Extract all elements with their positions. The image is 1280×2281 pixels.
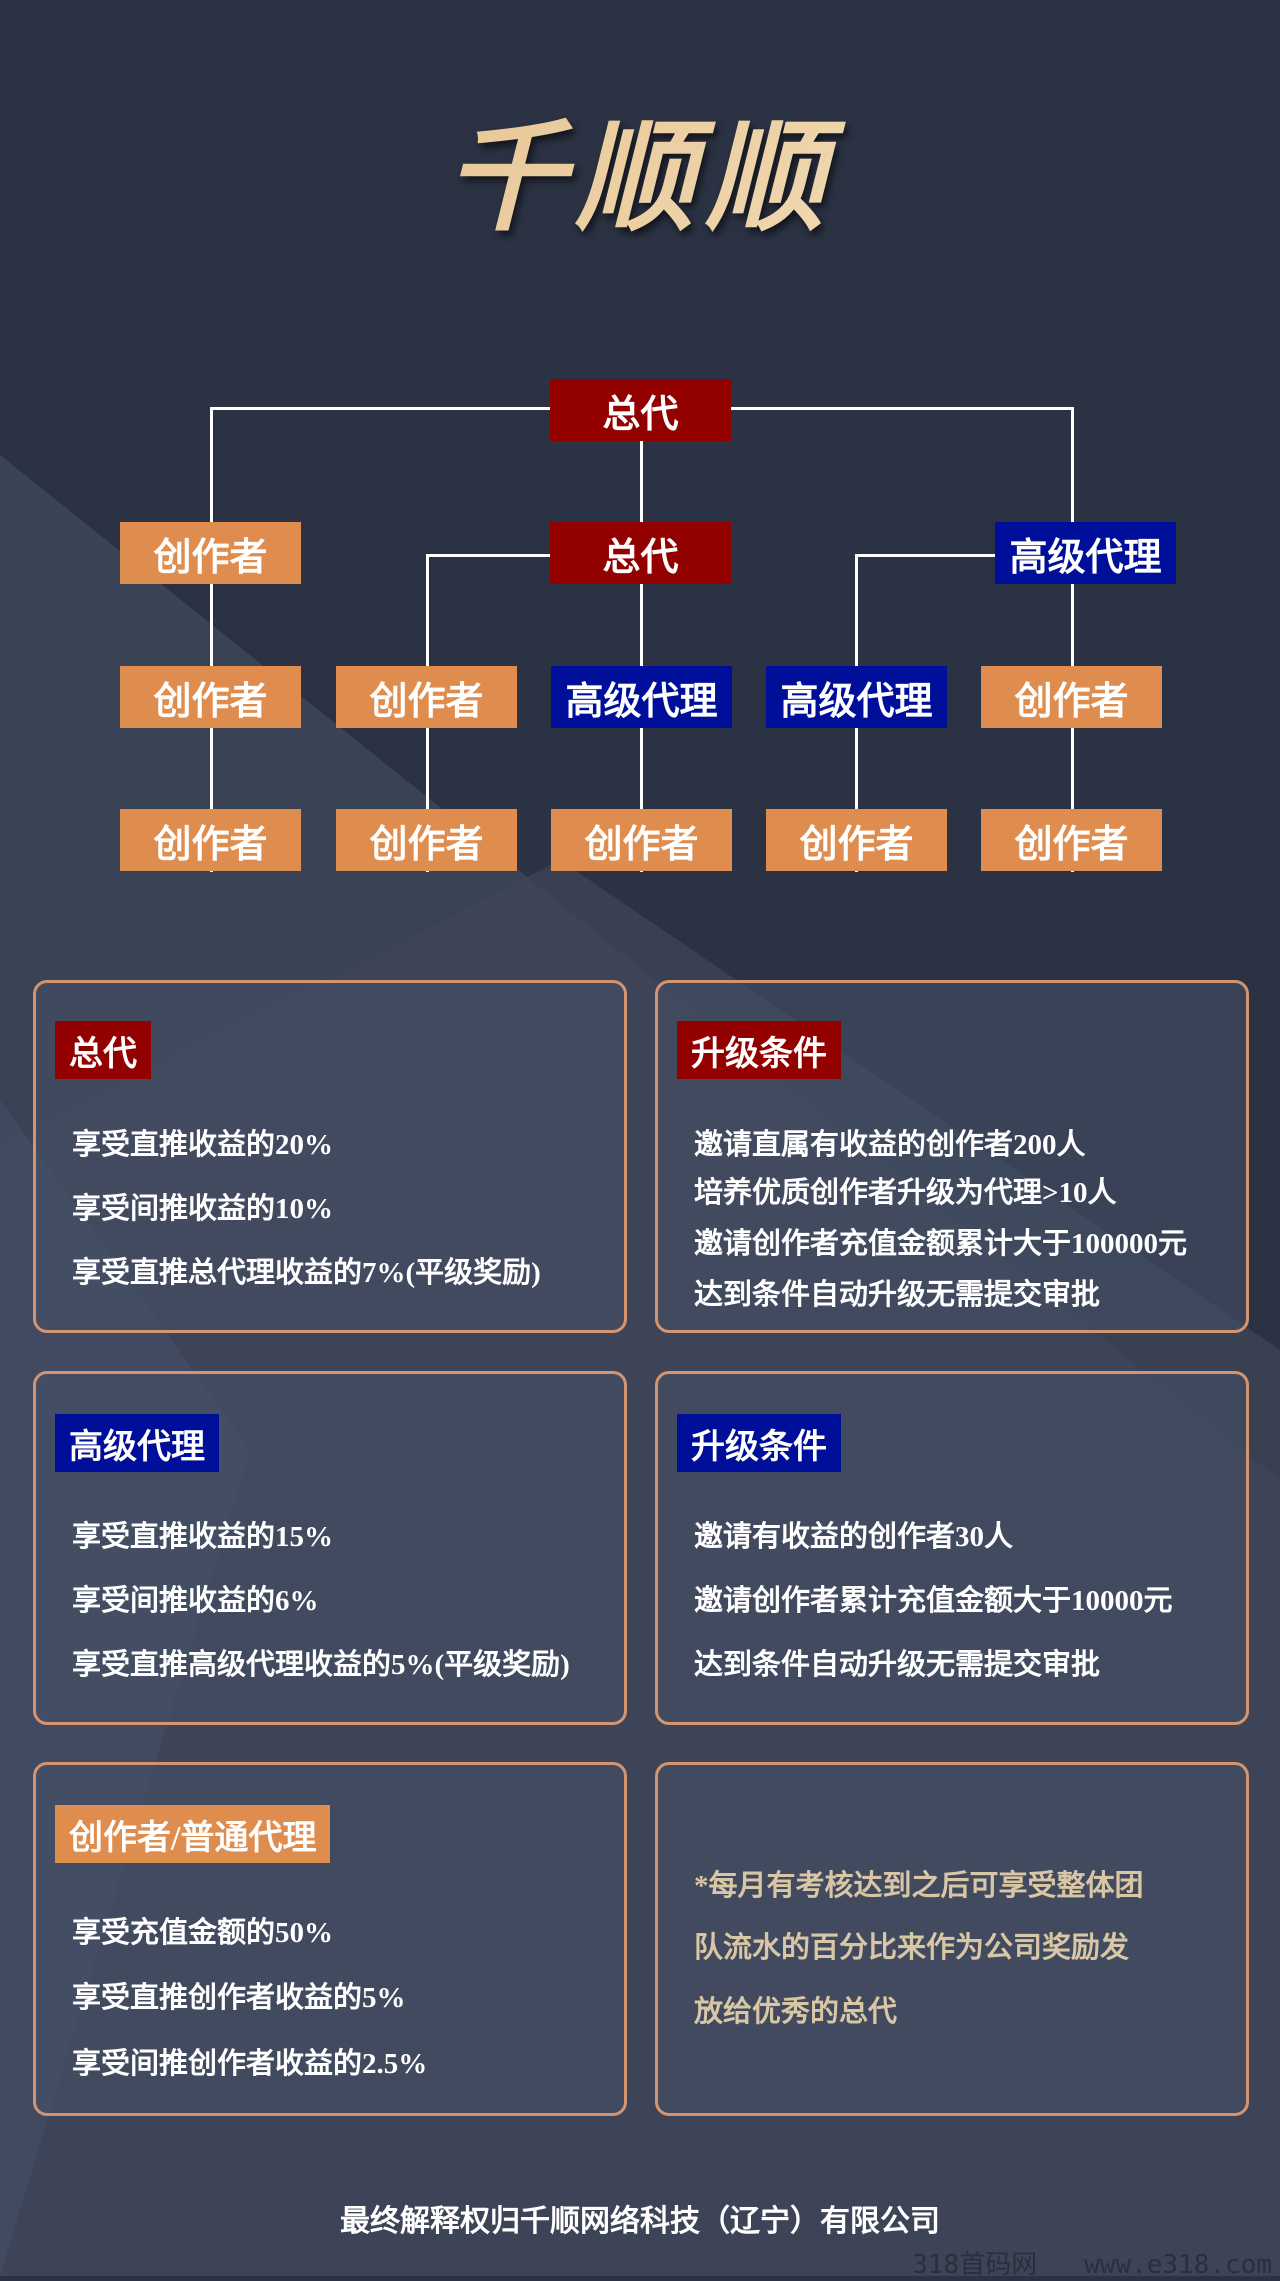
card-creator: 创作者/普通代理 享受充值金额的50% 享受直推创作者收益的5% 享受间推创作者…: [33, 1762, 627, 2116]
card-label: 创作者/普通代理: [55, 1805, 331, 1863]
condition-line: 邀请直属有收益的创作者200人: [694, 1129, 1086, 1161]
condition-line: 达到条件自动升级无需提交审批: [694, 1279, 1101, 1311]
node-senior-agent: 高级代理: [551, 666, 732, 728]
condition-line: 达到条件自动升级无需提交审批: [694, 1649, 1101, 1681]
condition-line: 邀请创作者充值金额累计大于100000元: [694, 1228, 1188, 1260]
node-creator: 创作者: [551, 809, 732, 871]
node-senior-agent: 高级代理: [995, 522, 1176, 584]
condition-line: 邀请有收益的创作者30人: [694, 1521, 1014, 1553]
card-label: 高级代理: [55, 1414, 219, 1472]
benefit-line: 享受间推收益的6%: [72, 1585, 319, 1617]
card-label: 升级条件: [677, 1021, 841, 1079]
benefit-line: 享受直推收益的15%: [72, 1521, 334, 1553]
card-label: 总代: [55, 1021, 151, 1079]
node-creator: 创作者: [336, 809, 517, 871]
node-creator: 创作者: [981, 666, 1162, 728]
node-creator: 创作者: [120, 522, 301, 584]
note-line: 放给优秀的总代: [694, 1996, 898, 2028]
benefit-line: 享受直推收益的20%: [72, 1129, 334, 1161]
card-general-upgrade: 升级条件 邀请直属有收益的创作者200人 培养优质创作者升级为代理>10人 邀请…: [655, 980, 1249, 1333]
node-creator: 创作者: [981, 809, 1162, 871]
node-root-general-agent: 总代: [550, 379, 731, 441]
note-line: 队流水的百分比来作为公司奖励发: [694, 1932, 1130, 1964]
node-creator: 创作者: [120, 666, 301, 728]
benefit-line: 享受直推高级代理收益的5%(平级奖励): [72, 1649, 570, 1681]
footer-disclaimer: 最终解释权归千顺网络科技（辽宁）有限公司: [340, 2205, 940, 2238]
node-general-agent: 总代: [550, 522, 731, 584]
brand-title: 千顺顺: [0, 80, 1280, 254]
benefit-line: 享受间推收益的10%: [72, 1193, 334, 1225]
card-senior-upgrade: 升级条件 邀请有收益的创作者30人 邀请创作者累计充值金额大于10000元 达到…: [655, 1371, 1249, 1725]
card-general-agent: 总代 享受直推收益的20% 享受间推收益的10% 享受直推总代理收益的7%(平级…: [33, 980, 627, 1333]
note-line: *每月有考核达到之后可享受整体团: [694, 1870, 1144, 1902]
benefit-line: 享受直推总代理收益的7%(平级奖励): [72, 1257, 541, 1289]
card-note: *每月有考核达到之后可享受整体团 队流水的百分比来作为公司奖励发 放给优秀的总代: [655, 1762, 1249, 2116]
benefit-line: 享受充值金额的50%: [72, 1917, 334, 1949]
benefit-line: 享受直推创作者收益的5%: [72, 1982, 406, 2014]
benefit-line: 享受间推创作者收益的2.5%: [72, 2048, 428, 2080]
card-senior-agent: 高级代理 享受直推收益的15% 享受间推收益的6% 享受直推高级代理收益的5%(…: [33, 1371, 627, 1725]
card-label: 升级条件: [677, 1414, 841, 1472]
node-senior-agent: 高级代理: [766, 666, 947, 728]
node-creator: 创作者: [120, 809, 301, 871]
condition-line: 邀请创作者累计充值金额大于10000元: [694, 1585, 1173, 1617]
watermark: 318首码网 www.e318.com: [912, 2250, 1272, 2280]
condition-line: 培养优质创作者升级为代理>10人: [694, 1177, 1117, 1209]
node-creator: 创作者: [766, 809, 947, 871]
node-creator: 创作者: [336, 666, 517, 728]
